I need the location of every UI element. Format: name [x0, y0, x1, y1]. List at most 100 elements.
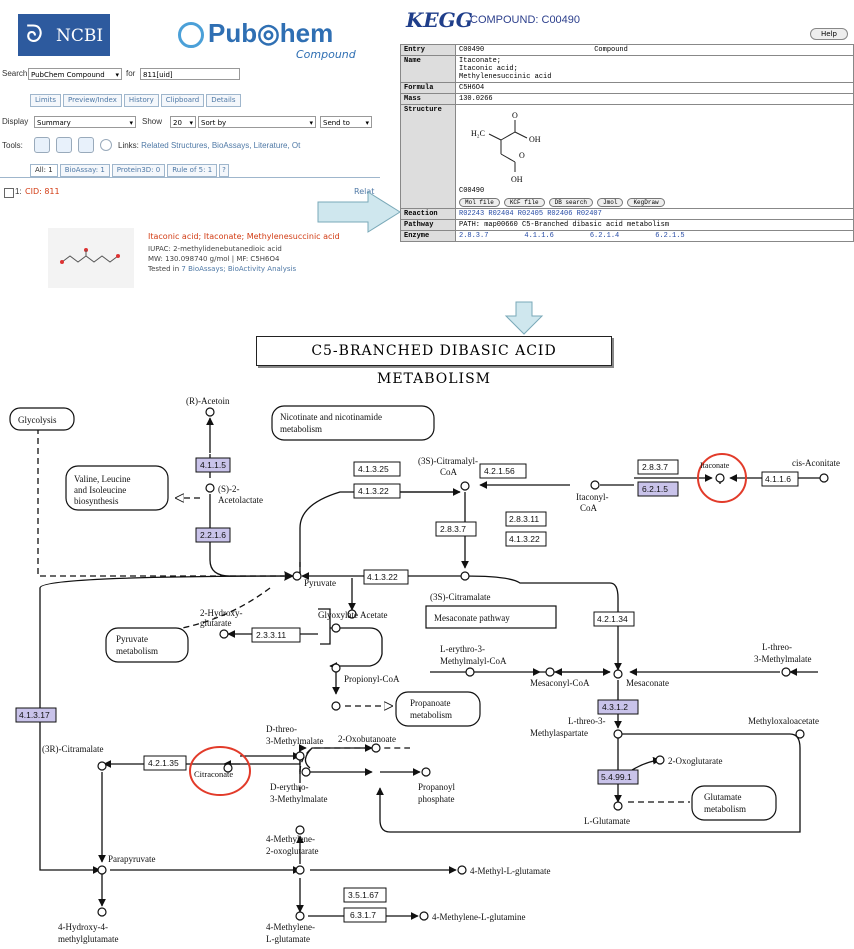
enzyme-box-6317[interactable] [343, 907, 387, 923]
map-link-glutamate[interactable] [691, 785, 777, 821]
enzyme-box-42156[interactable] [479, 463, 527, 479]
compound-node-propionyl-coa[interactable] [331, 663, 341, 673]
filter-tab-rule-of-5[interactable]: Rule of 5: 1 [167, 164, 218, 177]
enzyme-link[interactable]: 2.8.3.7 [459, 232, 489, 240]
compound-node-methyl-glutamate[interactable] [457, 865, 467, 875]
enzyme-box-4312[interactable] [597, 699, 639, 715]
search-db-select[interactable]: PubChem Compound▾ [28, 68, 122, 80]
compound-node-r-acetoin[interactable] [205, 407, 215, 417]
enzyme-box-41322a[interactable] [353, 483, 401, 499]
compound-node-d-erythro-methylmalate[interactable] [301, 767, 311, 777]
compound-node-cis-aconitate[interactable] [819, 473, 829, 483]
compound-node-s3-citramalyl-coa[interactable] [460, 481, 470, 491]
bioassays-link[interactable]: 7 BioAssays; [181, 265, 226, 273]
compound-node-threo-methylmalate[interactable] [781, 667, 791, 677]
compound-node-r-citramalate[interactable] [97, 761, 107, 771]
send-to-select[interactable]: Send to▾ [320, 116, 372, 128]
enzyme-box-6215[interactable] [637, 481, 679, 497]
compound-node-mesaconyl-coa[interactable] [545, 667, 555, 677]
related-link[interactable]: Relat [354, 187, 375, 196]
enzyme-box-42134[interactable] [593, 611, 635, 627]
jmol-button[interactable]: Jmol [597, 198, 624, 207]
compound-node-itaconate[interactable] [715, 473, 725, 483]
enzyme-box-2837a[interactable] [435, 521, 477, 537]
compound-node-s2-acetolactate[interactable] [205, 483, 215, 493]
compound-node-glyoxylate[interactable] [331, 623, 341, 633]
compound-node-mesaconate[interactable] [613, 669, 623, 679]
map-link-valine[interactable] [65, 465, 169, 511]
table-view-icon[interactable] [56, 137, 72, 153]
enzyme-box-54991[interactable] [597, 769, 639, 785]
enzyme-link[interactable]: 4.1.1.6 [524, 232, 554, 240]
map-link-propanoate[interactable] [395, 691, 481, 727]
compound-node-oxoglutarate[interactable] [655, 755, 665, 765]
enzyme-box-4116[interactable] [761, 471, 799, 487]
ncbi-logo[interactable]: ᘐ NCBI [18, 14, 110, 56]
compound-node-l-glutamate[interactable] [613, 801, 623, 811]
enzyme-box-41325[interactable] [353, 461, 401, 477]
compound-node-methylene-glutamate[interactable] [295, 911, 305, 921]
compound-node-methyloxaloacetate[interactable] [795, 729, 805, 739]
compound-node-parapyruvate[interactable] [97, 865, 107, 875]
result-name-link[interactable]: Itaconic acid; Itaconate; Methylenesucci… [148, 232, 340, 241]
compound-node-propanoyl-phosphate[interactable] [421, 767, 431, 777]
compound-node-d-threo-methylmalate[interactable] [295, 751, 305, 761]
help-button[interactable]: Help [810, 28, 848, 40]
structure-search-icon[interactable] [34, 137, 50, 153]
mesaconate-pathway-box[interactable] [425, 605, 557, 629]
compound-node-hydroxyglutarate[interactable] [219, 629, 229, 639]
filter-tab-bioassay[interactable]: BioAssay: 1 [59, 164, 110, 177]
tab-limits[interactable]: Limits [30, 94, 61, 107]
display-select[interactable]: Summary▾ [34, 116, 136, 128]
enzyme-box-35167[interactable] [343, 887, 387, 903]
filter-help-icon[interactable]: ? [219, 164, 229, 177]
enzyme-link[interactable]: 6.2.1.5 [655, 232, 685, 240]
compound-node-pyruvate[interactable] [292, 571, 302, 581]
compound-node-methylene-oxoglutarate[interactable] [295, 865, 305, 875]
enzyme-box-42135[interactable] [143, 755, 187, 771]
pubchem-logo[interactable]: Pub◎hem Compound [178, 18, 378, 61]
search-input[interactable]: 811[uid] [140, 68, 240, 80]
compound-node-citraconate[interactable] [223, 763, 233, 773]
bioactivity-link[interactable]: BioActivity Analysis [227, 265, 297, 273]
map-link-nicotinate[interactable] [271, 405, 435, 441]
show-select[interactable]: 20▾ [170, 116, 196, 128]
compound-node-l-threo-methylaspartate[interactable] [613, 729, 623, 739]
map-link-glycolysis[interactable] [9, 407, 75, 431]
reaction-links[interactable]: R02243 R02404 R02405 R02406 R02407 [455, 208, 854, 220]
compound-node-acetate[interactable] [347, 609, 357, 619]
compound-node-s3-citramalate[interactable] [460, 571, 470, 581]
enzyme-link[interactable]: 6.2.1.4 [589, 232, 620, 240]
enzyme-box-41322b[interactable] [505, 531, 547, 547]
tab-history[interactable]: History [123, 94, 159, 107]
kegdraw-button[interactable]: KegDraw [627, 198, 665, 207]
info-icon[interactable] [100, 139, 112, 151]
kcf-file-button[interactable]: KCF file [503, 198, 545, 207]
enzyme-box-28311[interactable] [505, 511, 547, 527]
enzyme-box-41322c[interactable] [363, 569, 409, 585]
compound-node-propanoate-link[interactable] [331, 701, 341, 711]
compound-node-methylene-glutamine[interactable] [419, 911, 429, 921]
tab-clipboard[interactable]: Clipboard [160, 94, 205, 107]
enzyme-box-4115[interactable] [195, 457, 231, 473]
enzyme-box-41317[interactable] [15, 707, 57, 723]
molecule-thumbnail[interactable] [48, 228, 134, 288]
kegg-logo[interactable]: KEGG [406, 8, 473, 32]
filter-tab-all[interactable]: All: 1 [30, 164, 58, 177]
pathway-link[interactable]: PATH: map00660 C5-Branched dibasic acid … [455, 219, 854, 231]
map-link-pyruvate-metabolism[interactable] [105, 627, 189, 663]
compound-node-methylene-oxoglutarate-top[interactable] [295, 825, 305, 835]
compound-node-itaconyl-coa[interactable] [590, 480, 600, 490]
compound-node-hydroxy-methylglutamate[interactable] [97, 907, 107, 917]
related-links[interactable]: Related Structures, BioAssays, Literatur… [141, 141, 301, 150]
flask-icon[interactable] [78, 137, 94, 153]
enzyme-box-2837b[interactable] [637, 459, 679, 475]
tab-details[interactable]: Details [206, 94, 241, 107]
compound-node-oxobutanoate[interactable] [371, 743, 381, 753]
enzyme-box-2216[interactable] [195, 527, 231, 543]
result-cid-link[interactable]: CID: 811 [25, 187, 60, 196]
sort-select[interactable]: Sort by▾ [198, 116, 316, 128]
mol-file-button[interactable]: Mol file [459, 198, 500, 207]
db-search-button[interactable]: DB search [548, 198, 594, 207]
filter-tab-protein3d[interactable]: Protein3D: 0 [111, 164, 166, 177]
